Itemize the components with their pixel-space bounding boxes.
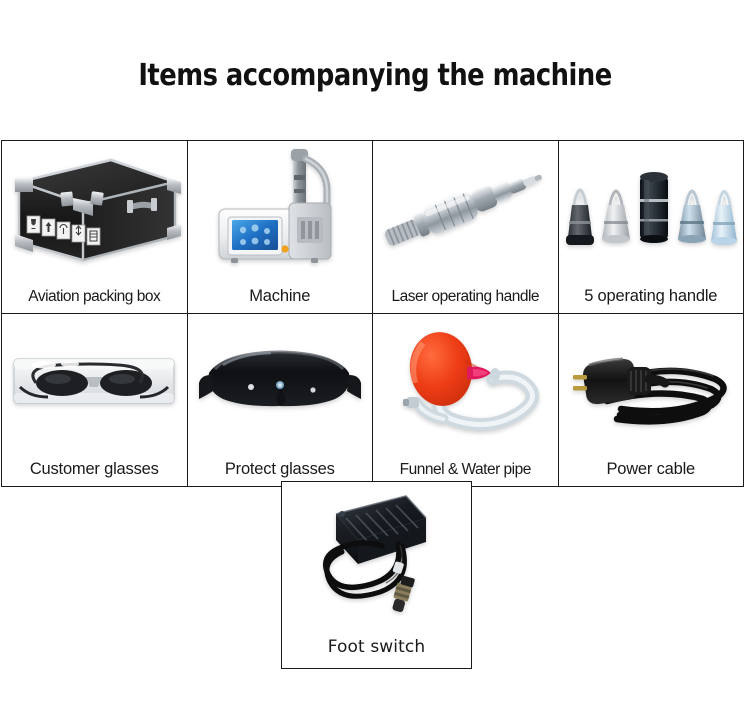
power-cable-icon [559, 314, 744, 447]
goggles-in-case-icon [2, 314, 187, 447]
funnel-water-pipe-icon [373, 314, 558, 447]
laser-handpiece-icon [373, 141, 558, 274]
item-label: Funnel & Water pipe [399, 460, 532, 478]
page-title: Items accompanying the machine [138, 58, 612, 93]
item-label: Protect glasses [224, 459, 335, 478]
item-label: Machine [249, 286, 311, 305]
item-cell-machine: Machine [187, 141, 373, 314]
item-label: Aviation packing box [28, 287, 161, 305]
grid-row: Customer glasses [2, 314, 744, 487]
item-cell-5-operating-handle: 5 operating handle [558, 141, 744, 314]
item-label: 5 operating handle [584, 286, 718, 305]
item-label: Laser operating handle [391, 287, 540, 305]
item-cell-power-cable: Power cable [558, 314, 744, 487]
item-label: Customer glasses [29, 459, 159, 478]
item-label: Foot switch [327, 637, 426, 657]
items-grid: Aviation packing box [1, 140, 744, 487]
foot-switch-icon [282, 484, 471, 632]
item-cell-protect-glasses: Protect glasses [187, 314, 373, 487]
item-cell-funnel-water-pipe: Funnel & Water pipe [373, 314, 559, 487]
item-cell-aviation-packing-box: Aviation packing box [2, 141, 188, 314]
item-cell-laser-operating-handle: Laser operating handle [373, 141, 559, 314]
flight-case-icon [2, 141, 187, 274]
grid-row: Aviation packing box [2, 141, 744, 314]
handle-tips-icon [559, 141, 744, 274]
item-cell-foot-switch: Foot switch [281, 481, 472, 669]
item-label: Power cable [606, 459, 696, 478]
item-cell-customer-glasses: Customer glasses [2, 314, 188, 487]
laser-machine-icon [188, 141, 373, 274]
safety-glasses-icon [188, 314, 373, 447]
